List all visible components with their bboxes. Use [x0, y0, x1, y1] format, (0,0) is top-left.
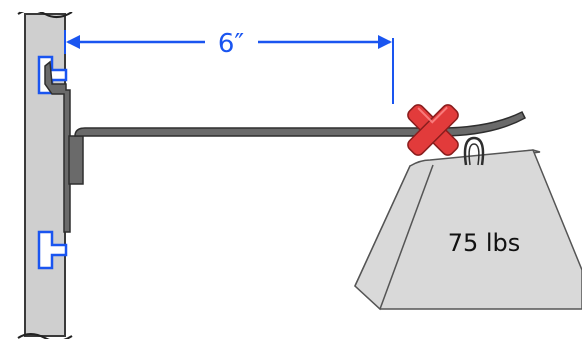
- dimension-indicator: 6″: [64, 29, 394, 104]
- weight-handle: [463, 136, 485, 166]
- hook-bracket: [44, 60, 526, 233]
- weight-label: 75 lbs: [448, 229, 521, 257]
- hook-arm: [74, 110, 526, 137]
- weight-front-face: [354, 149, 582, 310]
- red-x-mark-icon: [407, 104, 459, 156]
- dimension-arrowhead-left: [66, 35, 80, 49]
- upright-slot-lower: [37, 230, 68, 270]
- dimension-label: 6″: [218, 29, 245, 59]
- dimension-arrowhead-right: [378, 35, 392, 49]
- weight-block: 75 lbs: [354, 136, 582, 311]
- hook-back-plate: [68, 135, 84, 185]
